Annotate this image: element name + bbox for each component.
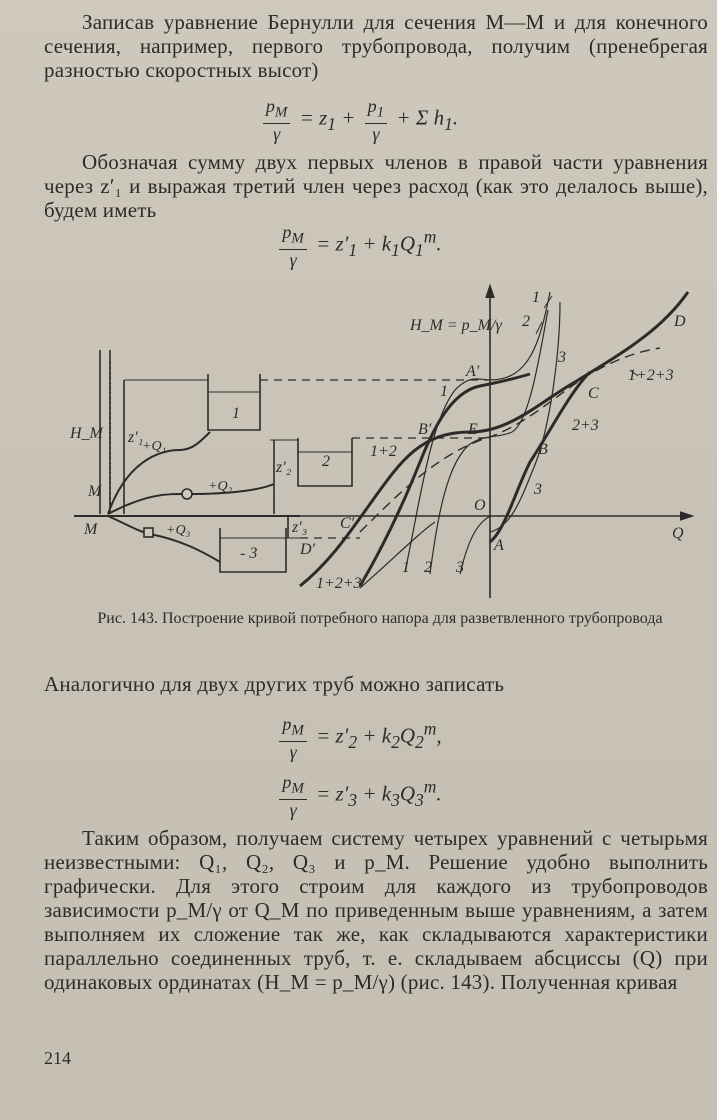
paragraph-1: Записав уравнение Бернулли для сечения M…: [44, 10, 708, 82]
label-curve-2-top: 2: [522, 313, 530, 330]
label-curve-1-top: 1: [532, 289, 540, 306]
label-z3: z′₃: [291, 519, 307, 536]
label-curve-3-top: 3: [557, 349, 566, 366]
label-q2: +Q₂: [208, 479, 233, 494]
label-d: D: [673, 313, 686, 330]
figure-143: H_M M M z′₁ z′₂ z′₃ 1 2 - 3 +Q₁ +Q₂ +Q₃ …: [69, 283, 695, 598]
label-a: A: [493, 537, 504, 554]
label-m-axis: M: [87, 483, 103, 500]
label-m-point: M: [83, 521, 99, 538]
label-tank-3: - 3: [240, 545, 257, 562]
label-z1: z′₁: [127, 429, 143, 446]
label-1-plus-2-plus-3-bottom: 1+2+3: [316, 575, 362, 592]
label-mid-3: 3: [533, 481, 542, 498]
paragraph-4: Таким образом, получаем систему четырех …: [44, 826, 708, 994]
label-b-prime: B′: [418, 421, 432, 438]
label-tank-2: 2: [322, 453, 330, 470]
label-bottom-3: 3: [455, 559, 464, 576]
label-hm: H_M: [69, 425, 105, 442]
label-d-prime: D′: [299, 541, 316, 558]
label-q-axis: Q: [672, 525, 684, 542]
label-1-plus-2-plus-3-top: 1+2+3: [628, 367, 674, 384]
label-q1: +Q₁: [142, 439, 166, 454]
figure-caption: Рис. 143. Построение кривой потребного н…: [97, 610, 663, 627]
paragraph-3: Аналогично для двух других труб можно за…: [44, 672, 505, 696]
label-bottom-2: 2: [424, 559, 432, 576]
label-q3: +Q₃: [166, 523, 191, 538]
label-bottom-1: 1: [402, 559, 410, 576]
label-curve-1: 1: [440, 383, 448, 400]
page-number: 214: [44, 1048, 71, 1068]
label-1-plus-2: 1+2: [370, 443, 397, 460]
label-e: E: [467, 421, 478, 438]
label-b: B: [538, 441, 548, 458]
label-c: C: [588, 385, 599, 402]
label-z2: z′₂: [275, 459, 292, 476]
label-c-prime: C′: [340, 515, 355, 532]
label-hm-formula: H_M = p_M/γ: [409, 317, 502, 334]
paragraph-2: Обозначая сумму двух первых членов в пра…: [44, 150, 708, 222]
label-a-prime: A′: [465, 363, 480, 380]
label-o: O: [474, 497, 486, 514]
label-tank-1: 1: [232, 405, 240, 422]
label-2-plus-3: 2+3: [572, 417, 599, 434]
